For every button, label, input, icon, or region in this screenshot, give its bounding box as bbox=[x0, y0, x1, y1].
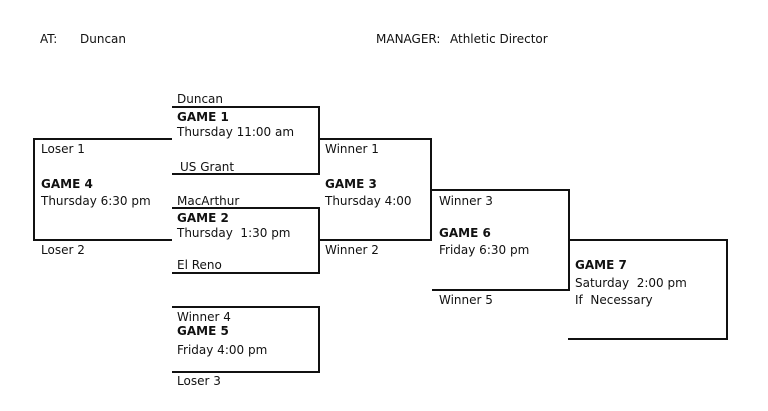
game4-time: Thursday 6:30 pm bbox=[41, 194, 151, 208]
game1-connector bbox=[318, 106, 320, 175]
game1-top-line bbox=[172, 106, 320, 108]
game4-top-team: Loser 1 bbox=[41, 142, 85, 156]
game2-top-team: MacArthur bbox=[177, 194, 240, 208]
game4-bottom-team: Loser 2 bbox=[41, 243, 85, 257]
game5-top-line bbox=[172, 306, 320, 308]
at-value: Duncan bbox=[80, 32, 127, 46]
game5-bottom-team: Loser 3 bbox=[177, 374, 221, 388]
game4-top-line bbox=[33, 138, 172, 140]
game1-title: GAME 1 bbox=[177, 110, 229, 124]
game5-time: Friday 4:00 pm bbox=[177, 343, 268, 357]
game3-title: GAME 3 bbox=[325, 177, 377, 191]
game6-title: GAME 6 bbox=[439, 226, 491, 240]
manager-label: MANAGER: bbox=[376, 32, 441, 46]
game7-note: If Necessary bbox=[575, 293, 653, 307]
game5-top-team: Winner 4 bbox=[177, 310, 231, 324]
game5-title: GAME 5 bbox=[177, 324, 229, 338]
game3-top-team: Winner 1 bbox=[325, 142, 379, 156]
game5-bottom-line bbox=[172, 371, 320, 373]
game7-connector bbox=[726, 239, 728, 340]
game3-bottom-team: Winner 2 bbox=[325, 243, 379, 257]
game2-title: GAME 2 bbox=[177, 211, 229, 225]
game6-top-line bbox=[430, 189, 570, 191]
game7-title: GAME 7 bbox=[575, 258, 627, 272]
game6-bottom-team: Winner 5 bbox=[439, 293, 493, 307]
game2-bottom-line bbox=[172, 272, 320, 274]
game3-top-line bbox=[318, 138, 432, 140]
game4-bottom-line bbox=[33, 239, 172, 241]
game4-title: GAME 4 bbox=[41, 177, 93, 191]
at-label: AT: bbox=[40, 32, 58, 46]
game5-connector bbox=[318, 306, 320, 373]
game2-time: Thursday 1:30 pm bbox=[177, 226, 291, 240]
game7-bottom-line bbox=[568, 338, 728, 340]
game3-time: Thursday 4:00 bbox=[325, 194, 412, 208]
manager-value: Athletic Director bbox=[450, 32, 548, 46]
game6-top-team: Winner 3 bbox=[439, 194, 493, 208]
game1-bottom-team: US Grant bbox=[180, 160, 235, 174]
game7-time: Saturday 2:00 pm bbox=[575, 276, 687, 290]
game4-connector bbox=[33, 138, 35, 241]
game6-bottom-line bbox=[432, 289, 570, 291]
game3-bottom-line bbox=[318, 239, 432, 241]
game2-top-line bbox=[172, 207, 320, 209]
game2-bottom-team: El Reno bbox=[177, 258, 222, 272]
game7-top-line bbox=[568, 239, 728, 241]
game1-top-team: Duncan bbox=[177, 92, 224, 106]
game1-time: Thursday 11:00 am bbox=[177, 125, 295, 139]
game6-time: Friday 6:30 pm bbox=[439, 243, 530, 257]
game1-bottom-line bbox=[172, 173, 320, 175]
